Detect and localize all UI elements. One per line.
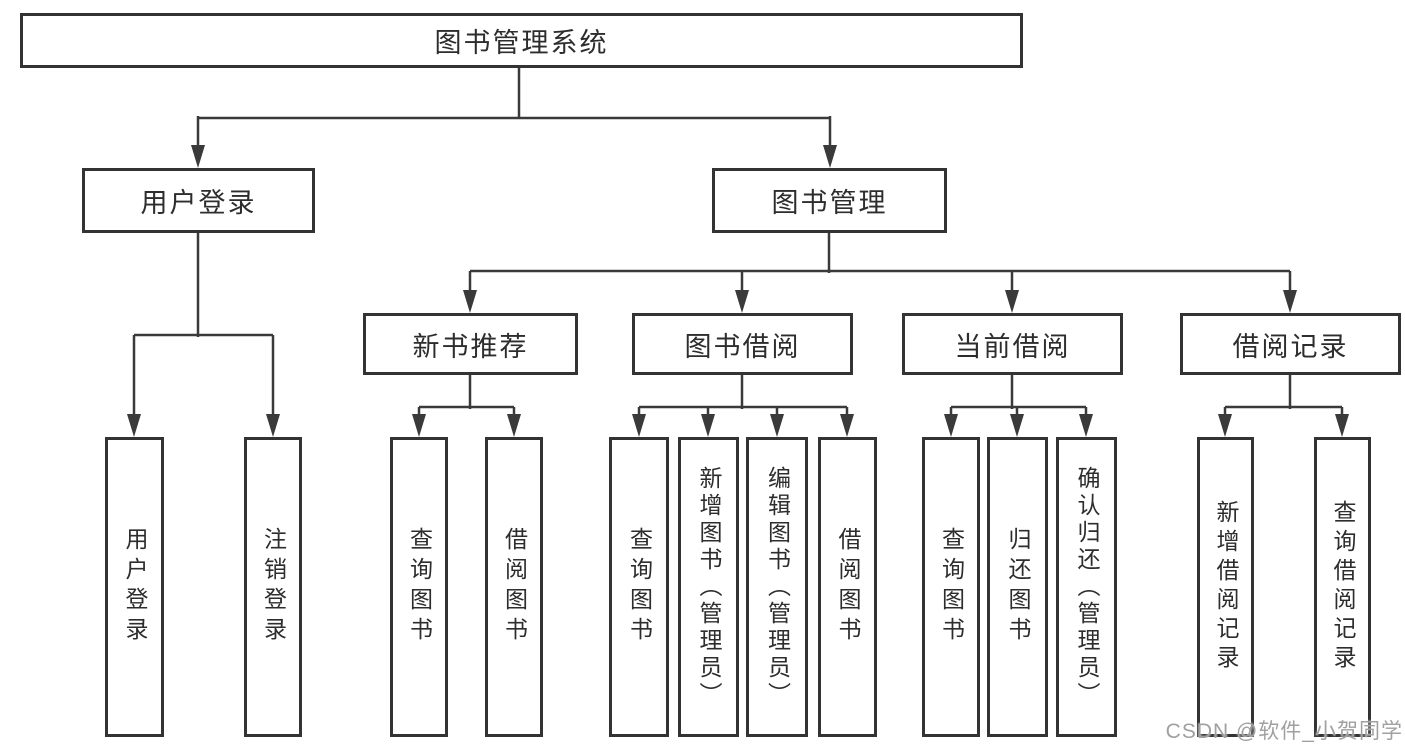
watermark-text: CSDN @软件_小贺同学: [1165, 720, 1403, 743]
node-book-borrowing: 图书借阅: [632, 313, 853, 375]
leaf-logout: 注销登录: [244, 437, 302, 737]
node-current-borrowing: 当前借阅: [902, 313, 1123, 375]
node-new-book-recommend: 新书推荐: [363, 313, 578, 375]
leaf-records-add-record: 新增借阅记录: [1197, 437, 1254, 737]
leaf-user-login: 用户登录: [105, 437, 164, 737]
leaf-borrowing-borrow-books: 借阅图书: [818, 437, 877, 737]
leaf-current-return-books: 归还图书: [987, 437, 1048, 737]
leaf-borrowing-edit-books: 编辑图书（管理员）: [746, 437, 808, 737]
leaf-current-confirm-return: 确认归还（管理员）: [1056, 437, 1117, 737]
node-user-login: 用户登录: [82, 168, 315, 233]
leaf-recommend-query-books: 查询图书: [390, 437, 448, 737]
node-book-management: 图书管理: [712, 168, 947, 233]
leaf-recommend-borrow-books: 借阅图书: [485, 437, 543, 737]
node-borrowing-records: 借阅记录: [1180, 313, 1401, 375]
node-root: 图书管理系统: [20, 13, 1023, 68]
leaf-borrowing-add-books: 新增图书（管理员）: [678, 437, 739, 737]
leaf-current-query-books: 查询图书: [922, 437, 980, 737]
leaf-records-query-record: 查询借阅记录: [1314, 437, 1371, 737]
leaf-borrowing-query-books: 查询图书: [609, 437, 669, 737]
